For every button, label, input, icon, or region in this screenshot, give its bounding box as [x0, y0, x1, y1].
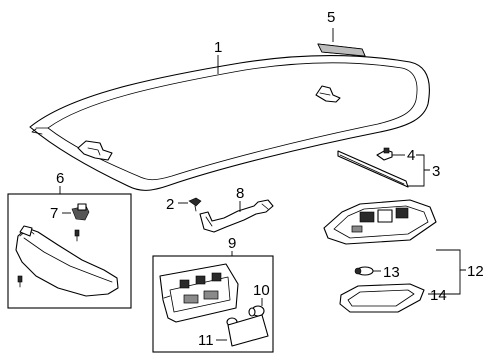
side-rail — [337, 150, 409, 188]
callout-11: 11 — [198, 332, 214, 349]
callout-1: 1 — [214, 39, 222, 56]
dome-lamp-group — [152, 255, 274, 353]
map-lamp-housing — [323, 199, 437, 245]
callout-9: 9 — [228, 235, 236, 252]
sunvisor-group — [7, 193, 132, 309]
assist-grip — [199, 199, 274, 233]
callout-12: 12 — [467, 263, 484, 280]
callout-10: 10 — [253, 282, 270, 299]
roof-headliner — [29, 55, 430, 191]
callout-7: 7 — [50, 205, 58, 222]
callout-2: 2 — [166, 196, 174, 213]
callout-6: 6 — [56, 170, 64, 187]
rail-clip — [376, 147, 393, 161]
callout-8: 8 — [236, 185, 244, 202]
clip-part-2 — [188, 197, 202, 212]
callout-14: 14 — [430, 287, 447, 304]
callout-3: 3 — [432, 163, 440, 180]
callout-5: 5 — [327, 9, 335, 26]
callout-4: 4 — [407, 147, 415, 164]
callout-labels: 1 2 3 4 5 6 7 8 9 10 11 12 13 14 — [50, 9, 484, 349]
callout-13: 13 — [383, 264, 400, 281]
map-lamp-lens — [339, 283, 425, 313]
map-lamp-bulb — [354, 266, 374, 276]
pad-part-5 — [317, 43, 366, 57]
